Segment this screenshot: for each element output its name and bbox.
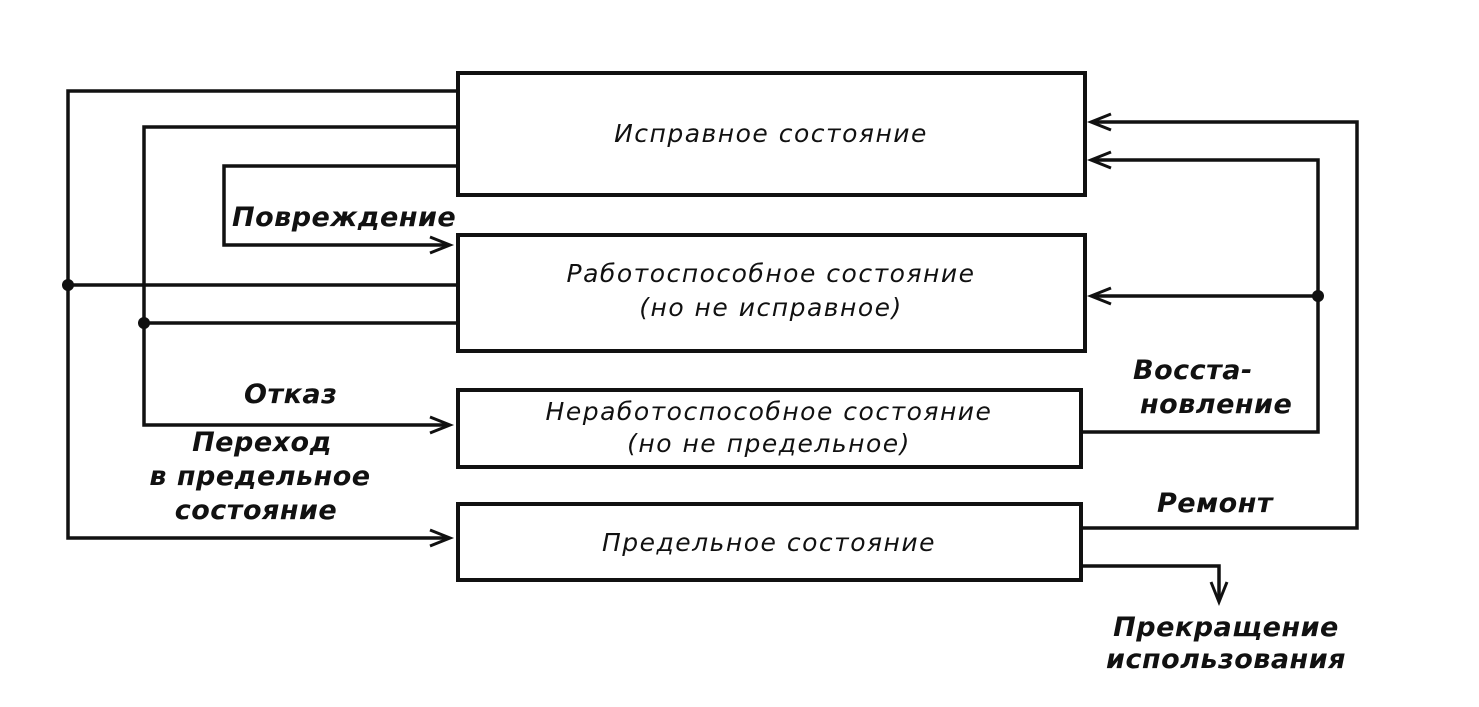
box-limit-state: Предельное состояние <box>456 502 1083 582</box>
label-restoration-line2: новление <box>1140 389 1292 420</box>
label-to-limit-line2: в предельное <box>149 461 370 492</box>
box-inoperable-state: Неработоспособное состояние (но не преде… <box>456 388 1083 469</box>
connector-failure <box>142 125 458 427</box>
label-to-limit-line1: Переход <box>192 427 332 458</box>
arrowhead-end-of-use <box>1209 581 1229 607</box>
connector-repair <box>1081 120 1359 530</box>
connector-to-limit-outer <box>66 89 458 540</box>
label-to-limit-line3: состояние <box>175 495 337 526</box>
label-restoration-line1: Восста- <box>1133 355 1253 386</box>
label-damage: Повреждение <box>232 202 456 233</box>
label-failure: Отказ <box>244 379 337 410</box>
label-end-of-use-line2: использования <box>1106 644 1346 675</box>
operable-state-label-line1: Работоспособное состояние <box>567 259 976 288</box>
junction-dot-restoration <box>1312 290 1324 302</box>
connector-damage <box>222 164 458 247</box>
arrowhead-failure <box>429 415 455 435</box>
arrowhead-damage <box>429 235 455 255</box>
label-repair: Ремонт <box>1157 488 1274 519</box>
box-serviceable-state: Исправное состояние <box>456 71 1087 197</box>
inoperable-state-label-line2: (но не предельное) <box>627 429 911 458</box>
operable-state-label-line2: (но не исправное) <box>639 293 903 322</box>
serviceable-state-label: Исправное состояние <box>614 119 928 148</box>
connector-end-of-use <box>1081 564 1221 598</box>
inoperable-state-label-line1: Неработоспособное состояние <box>546 397 993 426</box>
box-operable-state: Работоспособное состояние (но не исправн… <box>456 233 1087 353</box>
limit-state-label: Предельное состояние <box>602 528 936 557</box>
label-end-of-use-line1: Прекращение <box>1113 612 1339 643</box>
arrowhead-to-limit <box>429 528 455 548</box>
arrowhead-restoration-to-operable <box>1086 286 1112 306</box>
junction-dot-outer <box>62 279 74 291</box>
junction-dot-failure <box>138 317 150 329</box>
arrowhead-restoration-to-serviceable <box>1086 150 1112 170</box>
arrowhead-repair <box>1086 112 1112 132</box>
